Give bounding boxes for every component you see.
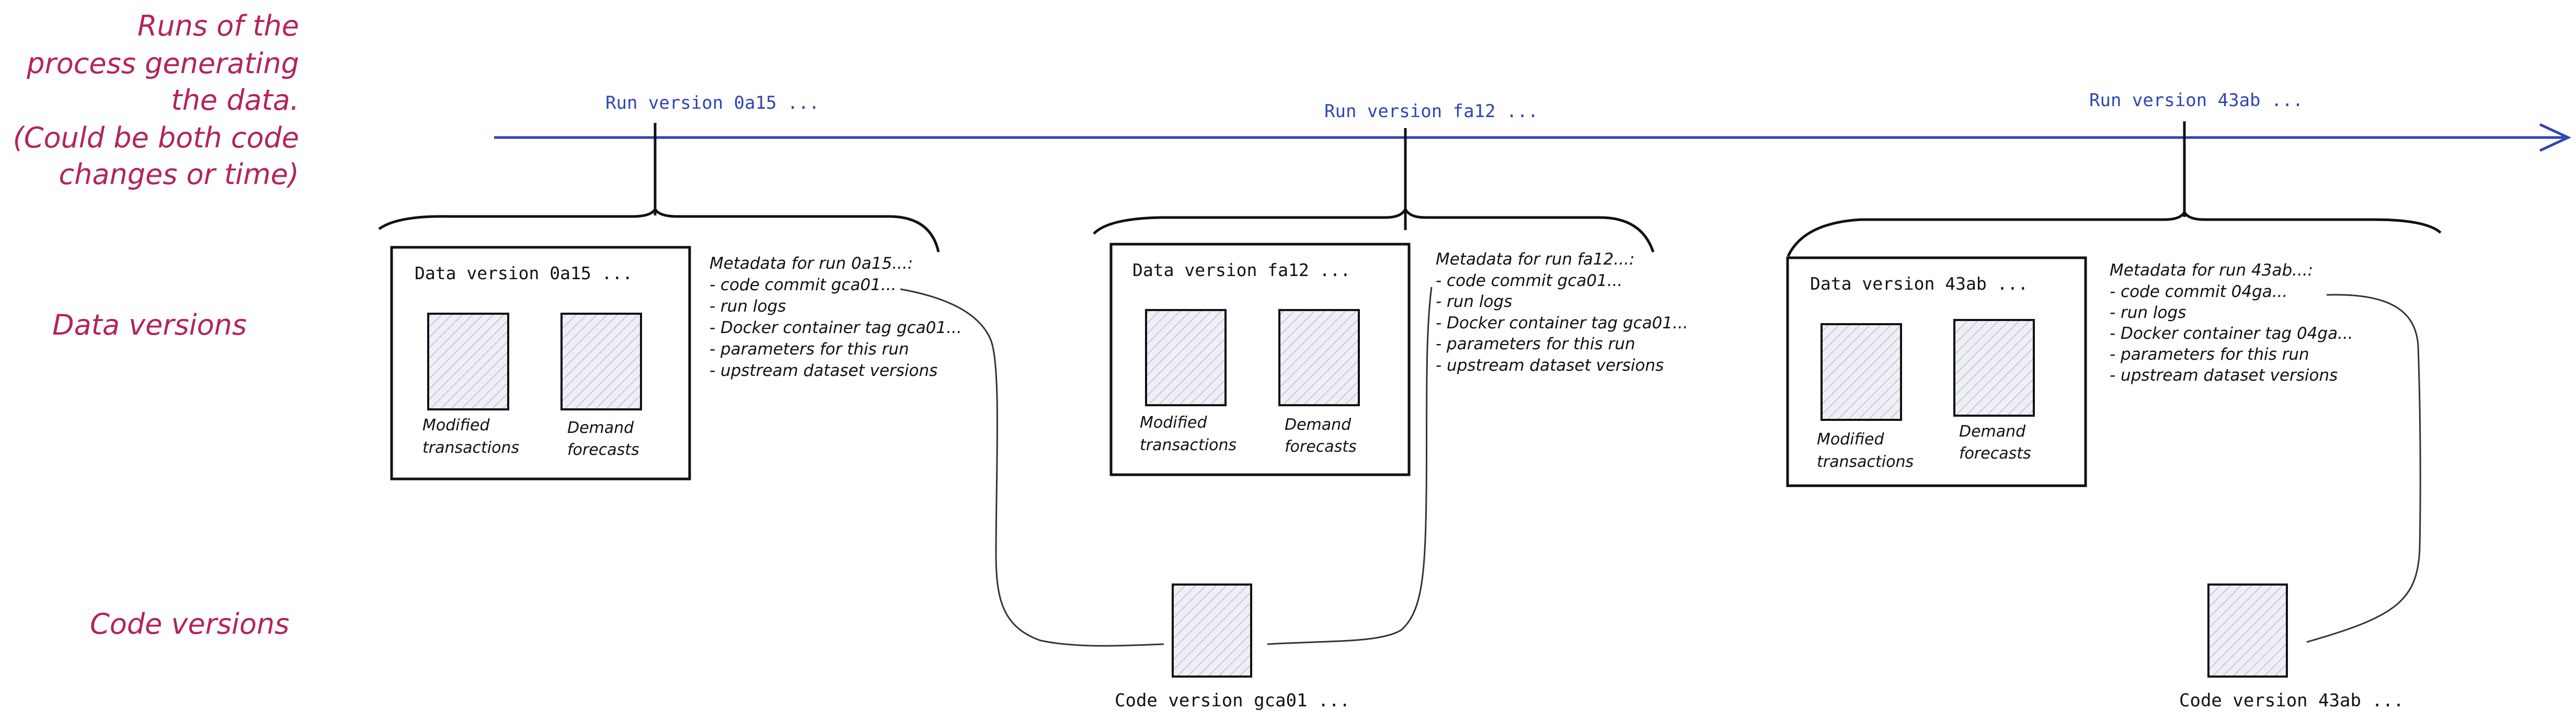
- code-version-thumb: [2207, 583, 2288, 678]
- dataset-caption: Modified: [422, 416, 490, 434]
- metadata-line: - Docker container tag gca01...: [709, 318, 962, 337]
- dataset-caption: Demand: [567, 419, 634, 437]
- timeline: [494, 123, 2571, 152]
- timeline-arrowhead: [2539, 123, 2571, 152]
- run-metadata-3: Metadata for run 43ab...: - code commit …: [2110, 261, 2353, 385]
- metadata-line: - parameters for this run: [1436, 335, 1635, 353]
- metadata-line: - run logs: [709, 297, 786, 316]
- metadata-line: Metadata for run fa12...:: [1436, 250, 1634, 269]
- metadata-line: - code commit gca01...: [709, 276, 896, 294]
- side-label-runs-line-2: process generating: [26, 47, 299, 80]
- connector-run2-to-code-gca01: [1267, 287, 1433, 645]
- code-version-43ab: Code version 43ab ...: [2179, 583, 2404, 711]
- metadata-line: - code commit 04ga...: [2110, 282, 2287, 301]
- metadata-line: - run logs: [2110, 303, 2186, 322]
- metadata-line: - run logs: [1436, 292, 1512, 311]
- run-label-2: Run version fa12 ...: [1324, 101, 1538, 122]
- metadata-line: - parameters for this run: [709, 340, 909, 359]
- side-label-code-versions: Code versions: [90, 608, 289, 640]
- dataset-caption: forecasts: [567, 441, 639, 459]
- data-version-title-3: Data version 43ab ...: [1810, 273, 2028, 294]
- code-version-gca01: Code version gca01 ...: [1115, 583, 1350, 711]
- run-brace-3: [1787, 209, 2442, 257]
- metadata-line: Metadata for run 0a15...:: [709, 254, 913, 273]
- dataset-thumb-demand-forecasts: [560, 313, 642, 410]
- run-metadata-2: Metadata for run fa12...: - code commit …: [1436, 250, 1688, 375]
- metadata-line: - upstream dataset versions: [2110, 366, 2338, 385]
- run-label-3: Run version 43ab ...: [2089, 90, 2303, 111]
- dataset-caption: Modified: [1140, 414, 1207, 432]
- dataset-thumb-demand-forecasts: [1953, 319, 2035, 417]
- run-label-1: Run version 0a15 ...: [605, 93, 819, 113]
- metadata-line: - Docker container tag 04ga...: [2110, 324, 2353, 343]
- side-label-runs-line-4: (Could be both code: [13, 121, 299, 154]
- metadata-line: Metadata for run 43ab...:: [2110, 261, 2313, 280]
- run-brace-2: [1093, 206, 1655, 253]
- code-version-label-43ab: Code version 43ab ...: [2179, 690, 2404, 711]
- side-label-runs-line-3: the data.: [171, 84, 299, 117]
- metadata-line: - code commit gca01...: [1436, 271, 1622, 290]
- data-version-title-2: Data version fa12 ...: [1132, 260, 1350, 280]
- run-brace-1: [378, 206, 940, 253]
- side-label-runs-line-1: Runs of the: [138, 9, 299, 42]
- data-version-box-3: Data version 43ab ... Modified transacti…: [1786, 256, 2087, 487]
- data-version-box-1: Data version 0a15 ... Modified transacti…: [390, 246, 691, 480]
- data-version-box-2: Data version fa12 ... Modified transacti…: [1109, 243, 1411, 476]
- dataset-thumb-demand-forecasts: [1278, 309, 1360, 406]
- dataset-caption: transactions: [1817, 453, 1914, 471]
- metadata-line: - parameters for this run: [2110, 345, 2309, 364]
- side-label-data-versions: Data versions: [52, 308, 247, 341]
- code-version-label-gca01: Code version gca01 ...: [1115, 690, 1350, 711]
- connector-run1-to-code-gca01: [900, 288, 1164, 647]
- dataset-caption: forecasts: [1959, 444, 2031, 463]
- dataset-caption: transactions: [422, 439, 519, 457]
- dataset-caption: transactions: [1140, 436, 1237, 454]
- metadata-line: - Docker container tag gca01...: [1436, 314, 1688, 333]
- metadata-line: - upstream dataset versions: [709, 361, 937, 380]
- dataset-caption: Demand: [1285, 416, 1352, 434]
- code-version-thumb: [1172, 583, 1252, 678]
- dataset-caption: Modified: [1817, 430, 1884, 449]
- dataset-thumb-modified-transactions: [1145, 309, 1227, 406]
- dataset-caption: forecasts: [1285, 438, 1357, 456]
- dataset-thumb-modified-transactions: [1821, 323, 1902, 421]
- dataset-caption: Demand: [1959, 422, 2026, 441]
- side-label-runs-line-5: changes or time): [59, 158, 299, 191]
- data-version-title-1: Data version 0a15 ...: [415, 263, 633, 283]
- side-label-runs: Runs of the process generating the data.…: [13, 9, 299, 191]
- connector-run3-to-code-43ab: [2306, 294, 2421, 643]
- run-metadata-1: Metadata for run 0a15...: - code commit …: [709, 254, 962, 380]
- dataset-thumb-modified-transactions: [427, 313, 509, 410]
- metadata-line: - upstream dataset versions: [1436, 356, 1664, 375]
